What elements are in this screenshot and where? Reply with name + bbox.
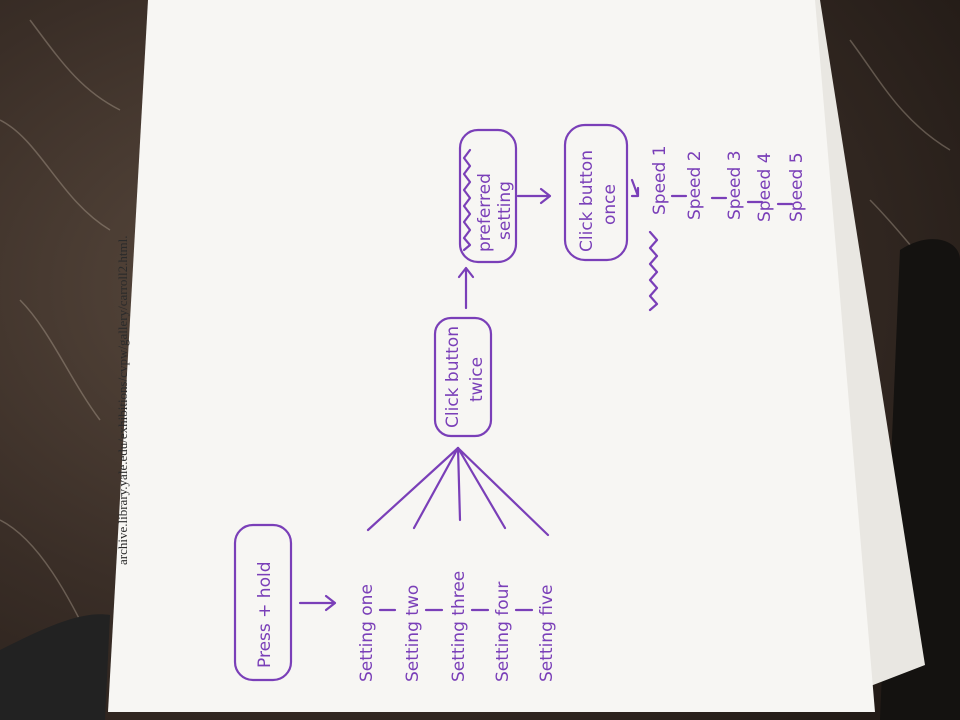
arrow-once-to-speeds [630, 178, 640, 198]
preferred-line2: setting [495, 181, 515, 240]
speed-5-label: Speed 5 [787, 152, 807, 222]
settings-list: Setting one Setting two Setting three Se… [357, 571, 557, 682]
click-twice-line2: twice [467, 357, 487, 402]
preferred-line1: preferred [475, 173, 495, 252]
speed-2-label: Speed 2 [685, 150, 705, 220]
speed-1-label: Speed 1 [650, 145, 670, 215]
preferred-setting-box: preferred setting [458, 128, 518, 264]
marble-veins [0, 19, 960, 641]
setting-four-label: Setting four [493, 582, 513, 682]
arrow-twice-to-preferred [457, 266, 475, 310]
setting-two-label: Setting two [403, 585, 423, 682]
click-twice-line1: Click button [443, 326, 463, 428]
click-twice-box: Click button twice [433, 316, 493, 438]
scribbled-speed [648, 230, 659, 312]
speed-4-label: Speed 4 [755, 152, 775, 222]
printed-url-header: archive.library.yale.edu/exhibitions/cvp… [115, 236, 130, 565]
speed-3-label: Speed 3 [725, 150, 745, 220]
dark-object-bottom-left [0, 614, 110, 720]
scribbled-word [462, 148, 472, 252]
click-once-line2: once [600, 184, 620, 225]
fan-connectors [366, 446, 550, 537]
speeds-list: Speed 1 Speed 2 Speed 3 Speed 4 Speed 5 [648, 145, 807, 312]
click-once-line1: Click button [577, 150, 597, 252]
setting-one-label: Setting one [357, 584, 377, 682]
press-hold-box: Press + hold [233, 523, 293, 682]
arrow-press-to-settings [298, 594, 337, 612]
click-once-box: Click button once [563, 123, 629, 262]
arrow-preferred-to-once [516, 187, 552, 205]
setting-five-label: Setting five [537, 584, 557, 682]
setting-three-label: Setting three [449, 571, 469, 682]
press-hold-label: Press + hold [255, 562, 275, 668]
